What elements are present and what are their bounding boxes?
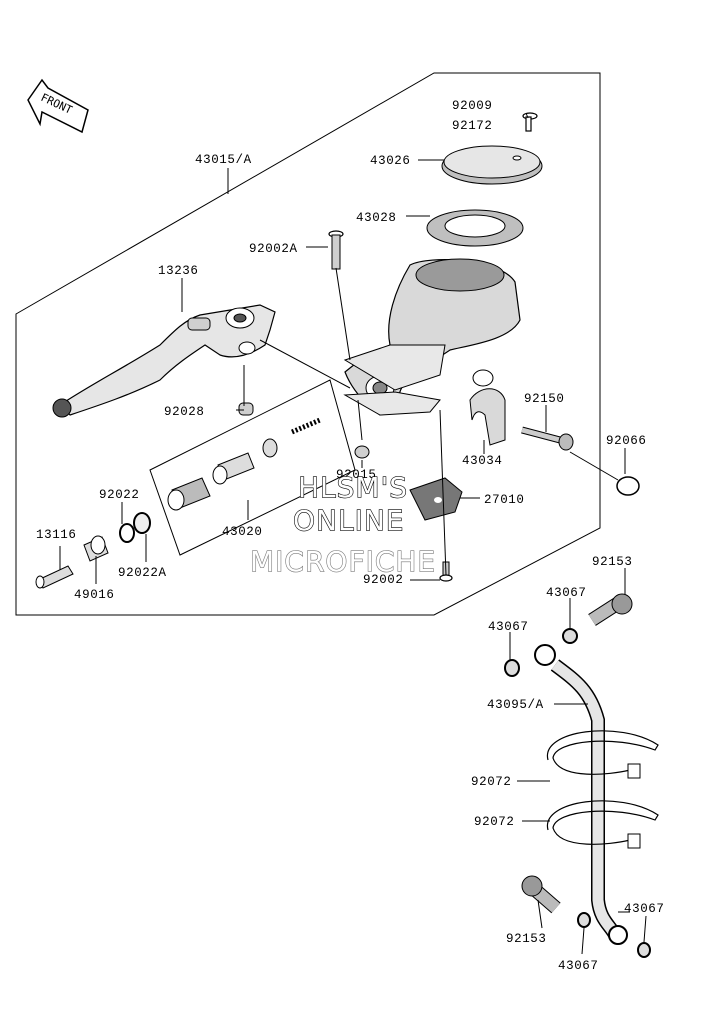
push-rod <box>35 565 74 589</box>
assembly-outline <box>15 72 601 616</box>
label-92009: 92009 <box>452 99 493 113</box>
handlebar-clamp <box>469 369 506 446</box>
copper-washer-d <box>637 942 651 958</box>
clamp-bolt <box>521 426 574 451</box>
brake-lever <box>52 304 276 418</box>
master-cylinder-body <box>343 258 521 416</box>
reservoir-diaphragm <box>426 209 524 247</box>
label-13116: 13116 <box>36 528 77 542</box>
watermark-line-2: ONLINE <box>293 504 404 537</box>
lever-pin <box>238 402 254 416</box>
label-43020: 43020 <box>222 525 263 539</box>
label-27010: 27010 <box>484 493 525 507</box>
reservoir-cap <box>441 145 543 185</box>
label-92028: 92028 <box>164 405 205 419</box>
hose-clamp-upper <box>547 730 659 779</box>
label-43034: 43034 <box>462 454 503 468</box>
banjo-bolt-upper <box>588 593 633 626</box>
label-92150: 92150 <box>524 392 565 406</box>
label-43067-c: 43067 <box>558 959 599 973</box>
label-92153-lower: 92153 <box>506 932 547 946</box>
label-92072-upper: 92072 <box>471 775 512 789</box>
watermark-line-3: MICROFICHE <box>250 545 436 578</box>
watermark-line-1: HLSM'S <box>298 471 408 504</box>
leader-lines <box>59 112 647 955</box>
pivot-nut <box>354 445 370 459</box>
label-43067-b: 43067 <box>488 620 529 634</box>
label-43026: 43026 <box>370 154 411 168</box>
circlip <box>119 523 135 543</box>
piston-kit-outline <box>149 379 356 556</box>
label-43095A: 43095/A <box>487 698 544 712</box>
label-92002A: 92002A <box>249 242 298 256</box>
brake-hose <box>534 644 628 945</box>
label-43015A: 43015/A <box>195 153 252 167</box>
label-92153-upper: 92153 <box>592 555 633 569</box>
label-92015: 92015 <box>336 468 377 482</box>
cap-screw <box>522 112 538 132</box>
label-92066: 92066 <box>606 434 647 448</box>
dust-boot <box>83 535 109 562</box>
label-43067-a: 43067 <box>546 586 587 600</box>
banjo-bolt-lower <box>521 875 561 914</box>
copper-washer-c <box>577 912 591 928</box>
washer <box>133 512 151 534</box>
label-92022A: 92022A <box>118 566 167 580</box>
label-43067-d: 43067 <box>624 902 665 916</box>
label-49016: 49016 <box>74 588 115 602</box>
label-92022: 92022 <box>99 488 140 502</box>
label-92002: 92002 <box>363 573 404 587</box>
copper-washer-a <box>562 628 578 644</box>
label-43028: 43028 <box>356 211 397 225</box>
pivot-bolt <box>328 230 344 270</box>
brake-light-switch <box>409 477 463 521</box>
front-arrow-icon: FRONT <box>27 78 89 134</box>
watermark: HLSM'S ONLINE MICROFICHE <box>249 470 436 578</box>
hose-clamp-lower <box>547 800 659 849</box>
label-92172: 92172 <box>452 119 493 133</box>
copper-washer-b <box>504 659 520 677</box>
label-13236: 13236 <box>158 264 199 278</box>
mirror-cap <box>616 476 640 496</box>
label-92072-lower: 92072 <box>474 815 515 829</box>
piston-kit-parts <box>167 417 321 511</box>
